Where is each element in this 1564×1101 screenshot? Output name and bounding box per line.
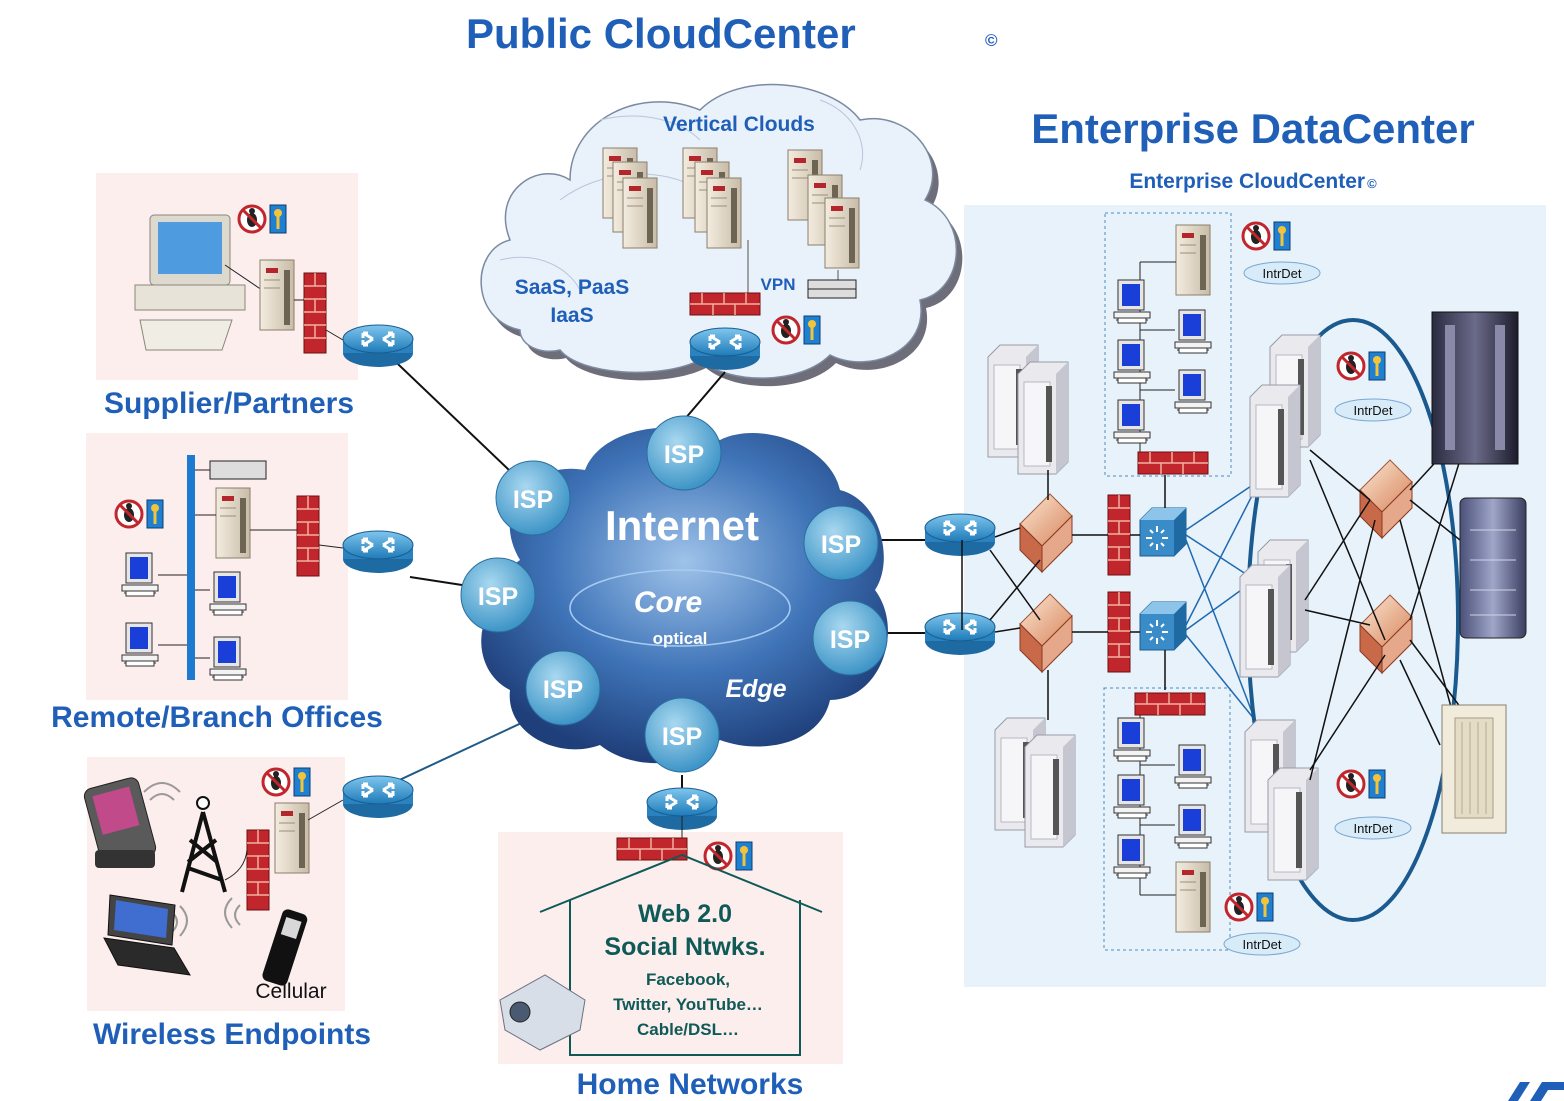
supplier-workstation bbox=[134, 214, 246, 351]
dc-blue-links bbox=[1185, 479, 1261, 721]
branch-server bbox=[215, 487, 251, 559]
dc-mainframe bbox=[1431, 311, 1519, 465]
dc-core-switch-upper bbox=[1139, 507, 1187, 557]
dc-router-lower bbox=[923, 611, 997, 657]
isp-label: ISP bbox=[543, 676, 583, 704]
dc-cluster-top bbox=[1104, 212, 1232, 477]
wireless-server bbox=[274, 802, 310, 874]
dc-firewall bbox=[1107, 591, 1131, 673]
supplier-label: Supplier/Partners bbox=[104, 387, 354, 420]
dc-server-pair-top bbox=[987, 344, 1069, 475]
branch-firewall bbox=[296, 495, 320, 577]
dc-security-icon-top bbox=[1241, 220, 1292, 252]
dc-security-icon-bottom bbox=[1224, 891, 1275, 923]
dc-storage-array bbox=[1459, 497, 1527, 639]
intrdet-badge bbox=[1334, 816, 1412, 840]
enterprise-cc-title: Enterprise CloudCenter© bbox=[1129, 170, 1377, 193]
dc-cluster-bottom bbox=[1103, 687, 1231, 951]
intrdet-label: IntrDet bbox=[1242, 937, 1281, 952]
dc-firewall-top bbox=[1137, 451, 1209, 475]
iaas-label: IaaS bbox=[550, 304, 593, 327]
home-media-device bbox=[499, 974, 586, 1051]
core-label: Core bbox=[634, 586, 702, 619]
dc-firewall bbox=[1107, 494, 1131, 576]
home-twitter-label: Twitter, YouTube… bbox=[613, 995, 763, 1014]
vertical-clouds-label: Vertical Clouds bbox=[663, 113, 815, 136]
supplier-security-icon bbox=[237, 203, 288, 235]
saas-label: SaaS, PaaS bbox=[515, 276, 629, 299]
intrdet-badge bbox=[1334, 398, 1412, 422]
cloud-firewall bbox=[689, 292, 761, 316]
cloud-security-icon bbox=[771, 314, 822, 346]
core-ring bbox=[569, 569, 791, 647]
laptop-device bbox=[103, 894, 191, 976]
dc-core-switch-lower bbox=[1139, 601, 1187, 651]
isp-label: ISP bbox=[830, 626, 870, 654]
cellular-label: Cellular bbox=[255, 980, 326, 1003]
dc-server bbox=[1175, 224, 1211, 296]
intrdet-badge bbox=[1243, 261, 1321, 285]
branch-lan-bus bbox=[187, 455, 195, 680]
public-cloud-title: Public CloudCenter bbox=[466, 10, 856, 57]
home-house bbox=[539, 853, 823, 1056]
pda-device bbox=[83, 777, 157, 868]
home-cable-label: Cable/DSL… bbox=[637, 1020, 739, 1039]
cloud-router bbox=[688, 326, 762, 372]
intrdet-label: IntrDet bbox=[1353, 821, 1392, 836]
dc-server-pair-bottom bbox=[994, 717, 1076, 848]
wireless-router bbox=[341, 774, 415, 820]
cell-tower-icon bbox=[180, 796, 227, 893]
wireless-security-icon bbox=[261, 766, 312, 798]
dc-server bbox=[1175, 861, 1211, 933]
home-social-label: Social Ntwks. bbox=[604, 933, 765, 961]
supplier-firewall bbox=[303, 272, 327, 354]
wireless-firewall bbox=[246, 829, 270, 911]
internet-label: Internet bbox=[605, 502, 759, 549]
vpn-label: VPN bbox=[761, 275, 796, 294]
supplier-server bbox=[259, 259, 295, 331]
edge-label: Edge bbox=[725, 675, 786, 703]
isp-label: ISP bbox=[821, 531, 861, 559]
dc-firewall-bottom bbox=[1134, 692, 1206, 716]
dc-san-links bbox=[1304, 429, 1486, 781]
remote-label: Remote/Branch Offices bbox=[51, 701, 383, 734]
intrdet-badge bbox=[1223, 932, 1301, 956]
home-web20-label: Web 2.0 bbox=[638, 900, 732, 928]
enterprise-dc-title: Enterprise DataCenter bbox=[1031, 105, 1474, 152]
dc-tape-library bbox=[1441, 704, 1507, 834]
wireless-label: Wireless Endpoints bbox=[93, 1018, 371, 1051]
logo-mark bbox=[1508, 1082, 1564, 1101]
dc-router-upper bbox=[923, 512, 997, 558]
cell-phone-icon bbox=[262, 909, 308, 986]
dc-security-icon-mid bbox=[1336, 350, 1387, 382]
intrdet-label: IntrDet bbox=[1262, 266, 1301, 281]
isp-label: ISP bbox=[513, 486, 553, 514]
branch-security-icon bbox=[114, 498, 165, 530]
home-label: Home Networks bbox=[577, 1068, 804, 1101]
isp-label: ISP bbox=[662, 723, 702, 751]
dc-links bbox=[961, 470, 1166, 720]
isp-label: ISP bbox=[478, 583, 518, 611]
dc-security-icon-low bbox=[1336, 768, 1387, 800]
intrdet-label: IntrDet bbox=[1353, 403, 1392, 418]
branch-router bbox=[341, 529, 415, 575]
copyright-mark: © bbox=[985, 31, 998, 50]
isp-label: ISP bbox=[664, 441, 704, 469]
home-facebook-label: Facebook, bbox=[646, 970, 730, 989]
supplier-router bbox=[341, 323, 415, 369]
home-security-icon bbox=[703, 840, 754, 872]
optical-label: optical bbox=[653, 629, 708, 648]
branch-device bbox=[209, 460, 267, 480]
